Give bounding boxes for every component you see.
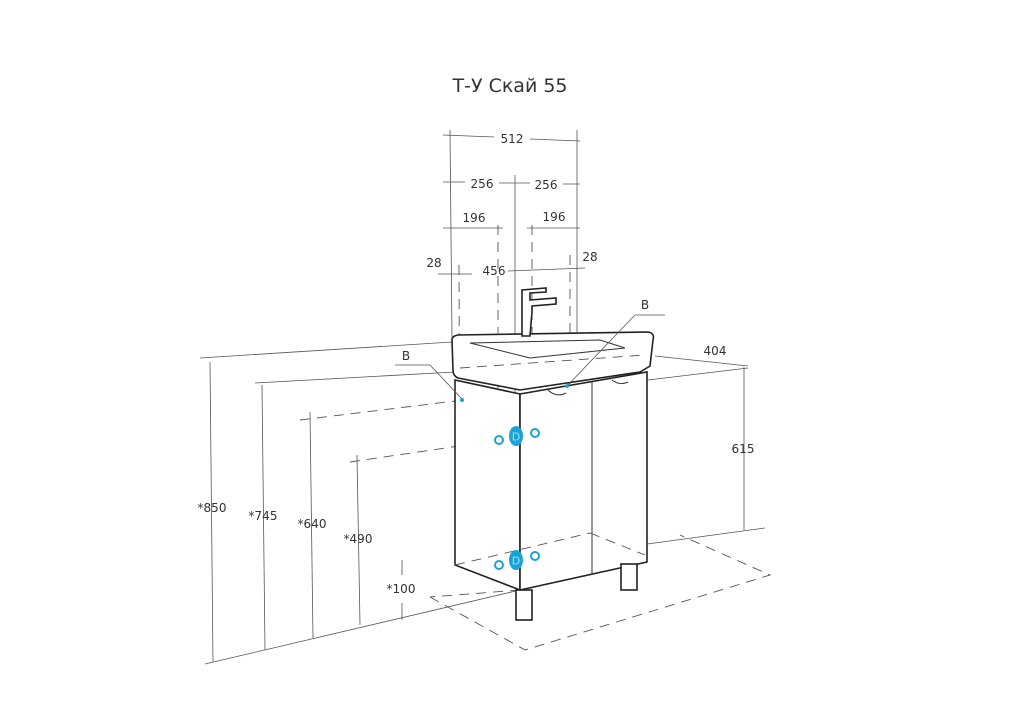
dimension-196-196: 196 196: [443, 210, 580, 229]
dimension-404: 404: [704, 344, 727, 358]
leg-front: [515, 589, 533, 621]
marker-b-right: B: [641, 298, 649, 312]
dimension-490: *490: [344, 532, 373, 546]
svg-text:256: 256: [535, 178, 558, 192]
height-dimension-lines: [199, 341, 766, 665]
leg-right: [620, 563, 638, 591]
svg-text:28: 28: [426, 256, 441, 270]
dimension-456: 456 28 28: [426, 250, 597, 278]
floor-outline: [429, 534, 772, 651]
dimension-256-256: 256 256: [443, 177, 580, 192]
dimension-640: *640: [298, 517, 327, 531]
marker-d-lower: D: [512, 555, 520, 568]
cabinet: [454, 371, 648, 621]
marker-d-upper: D: [512, 431, 520, 444]
svg-text:256: 256: [471, 177, 494, 191]
svg-text:196: 196: [463, 211, 486, 225]
svg-text:196: 196: [543, 210, 566, 224]
drawing-title: Т-У Скай 55: [451, 75, 567, 97]
svg-text:28: 28: [582, 250, 597, 264]
point-b-right: [565, 384, 569, 388]
dimension-100: *100: [387, 582, 416, 596]
connection-markers-lower: D: [494, 550, 540, 570]
connection-markers-upper: D: [494, 426, 540, 446]
marker-b-left: B: [402, 349, 410, 363]
dimension-615: 615: [732, 442, 755, 456]
dimension-745: *745: [249, 509, 278, 523]
point-b-left: [460, 398, 464, 402]
dimension-512: 512: [442, 132, 581, 146]
svg-text:456: 456: [483, 264, 506, 278]
dimension-850: *850: [198, 501, 227, 515]
washbasin: [451, 331, 655, 391]
svg-text:512: 512: [501, 132, 524, 146]
faucet: [521, 287, 557, 337]
